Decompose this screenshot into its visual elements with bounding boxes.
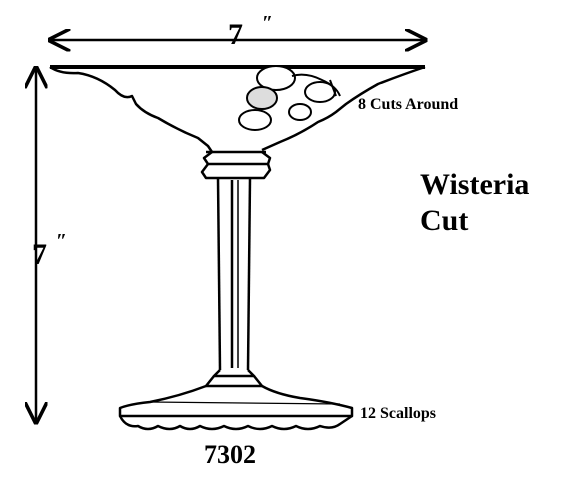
pattern-name-line2: Cut: [420, 204, 469, 237]
pattern-name-line1: Wisteria: [420, 168, 530, 201]
scallops-annotation: 12 Scallops: [360, 405, 437, 422]
width-dimension-label: 7: [228, 18, 243, 51]
compote-bowl: [49, 65, 426, 154]
compote-foot: [118, 384, 354, 431]
height-inch-mark: ″: [56, 230, 68, 252]
model-number: 7302: [204, 440, 256, 469]
wisteria-cuts: [238, 65, 341, 131]
height-dimension-label: 7: [32, 238, 47, 271]
compote-stem: [200, 151, 272, 388]
width-inch-mark: ″: [262, 12, 274, 34]
cuts-annotation: 8 Cuts Around: [358, 96, 459, 113]
